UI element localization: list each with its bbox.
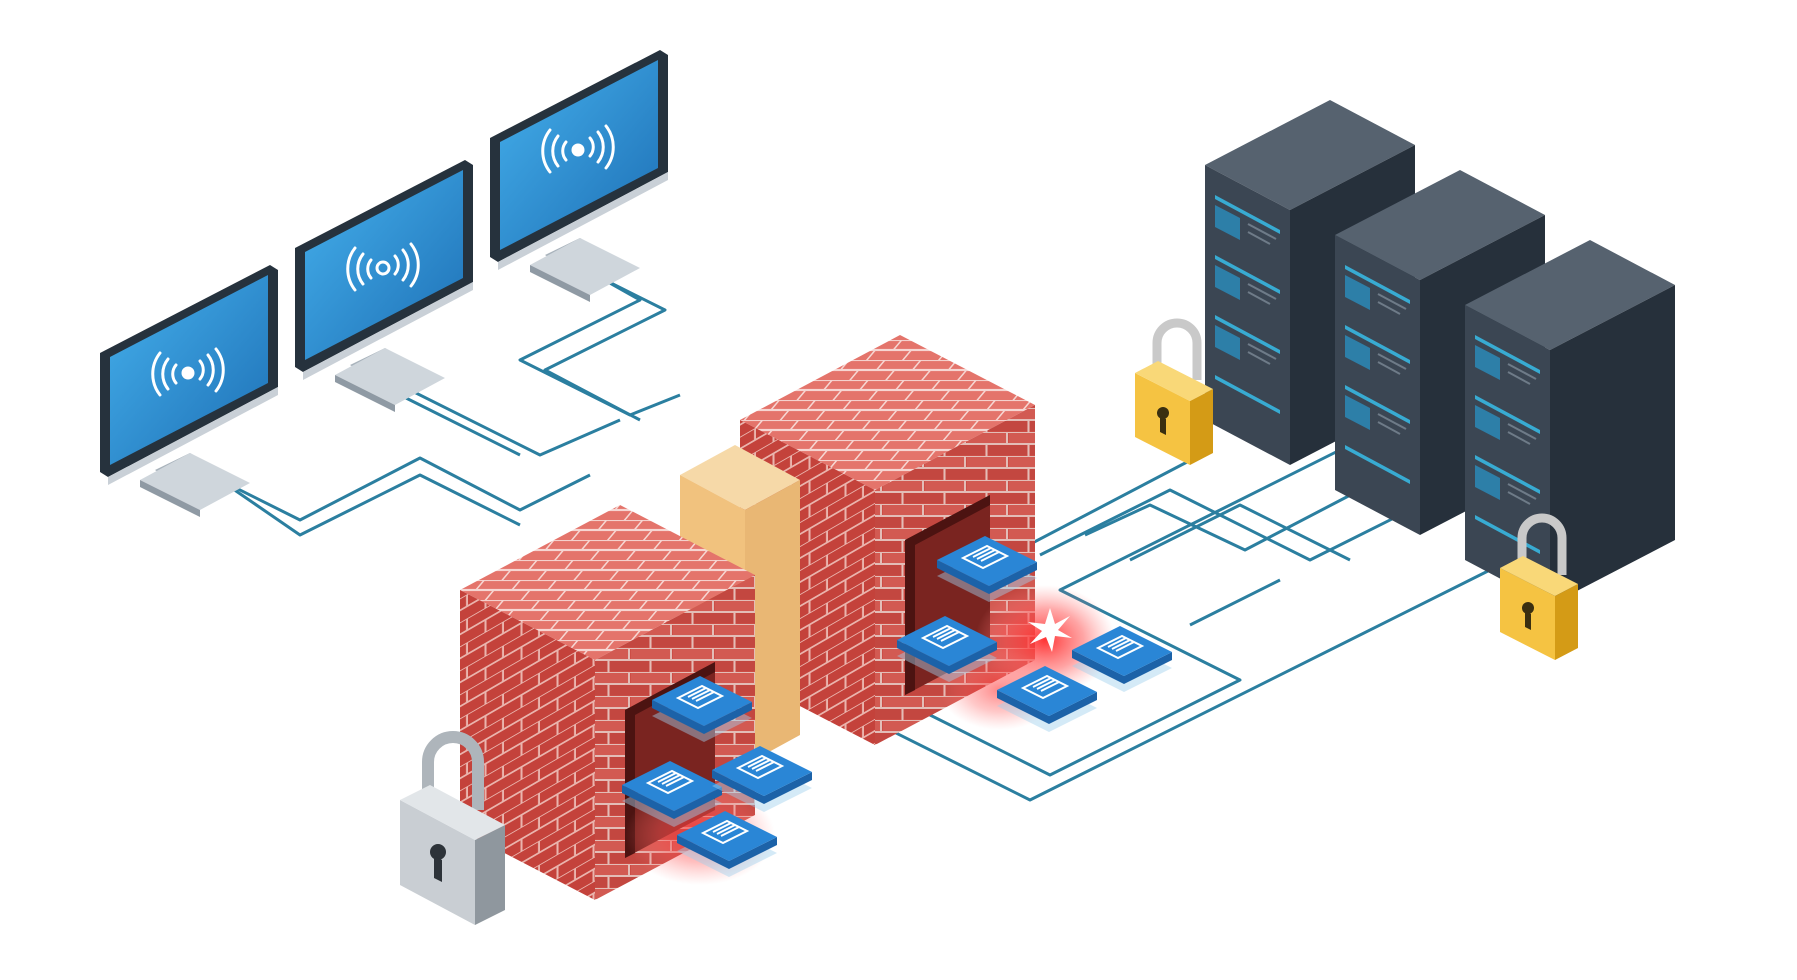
wall-top <box>740 335 1035 490</box>
document-icon <box>960 544 1010 570</box>
cable-monitor-1b <box>219 473 521 537</box>
document-icon <box>1095 634 1145 660</box>
padlock-silver-icon <box>400 731 505 925</box>
cable-server-2 <box>1039 488 1421 562</box>
document-icon <box>645 769 695 795</box>
data-packet <box>937 536 1037 602</box>
server-rack-3 <box>1465 240 1675 605</box>
data-packet <box>677 811 777 877</box>
monitor-3 <box>490 50 668 302</box>
document-icon <box>920 624 970 650</box>
data-packet <box>652 676 752 742</box>
padlock-gold-icon <box>1500 513 1578 660</box>
data-packet <box>897 616 997 682</box>
spark-burst-icon <box>1028 608 1072 652</box>
cable-monitor-3b <box>543 263 667 422</box>
wall-top <box>460 505 755 660</box>
padlock-gold-icon <box>1135 318 1213 465</box>
monitor-2 <box>295 160 473 412</box>
cable-server-5 <box>899 408 1421 777</box>
data-packet <box>1072 626 1172 692</box>
cable-monitor-2b <box>399 393 521 457</box>
data-packet <box>712 746 812 812</box>
cable-monitor-1 <box>199 456 591 522</box>
wifi-signal-icon <box>346 242 420 292</box>
cable-server-7 <box>1189 578 1281 627</box>
data-packet <box>622 761 722 827</box>
cable-server-4 <box>1129 503 1351 562</box>
network-cables <box>199 253 1501 802</box>
document-icon <box>675 684 725 710</box>
document-icon <box>700 819 750 845</box>
monitor-1 <box>100 265 278 517</box>
wifi-signal-icon <box>151 347 225 397</box>
monitor-screen <box>305 170 463 360</box>
cable-server-3 <box>1084 488 1361 552</box>
data-packet <box>997 666 1097 732</box>
document-icon <box>1020 674 1070 700</box>
cable-server-6 <box>849 563 1501 802</box>
document-icon <box>735 754 785 780</box>
cable-monitor-2 <box>389 378 621 457</box>
wifi-signal-icon <box>541 124 615 174</box>
data-packets <box>622 536 1172 877</box>
